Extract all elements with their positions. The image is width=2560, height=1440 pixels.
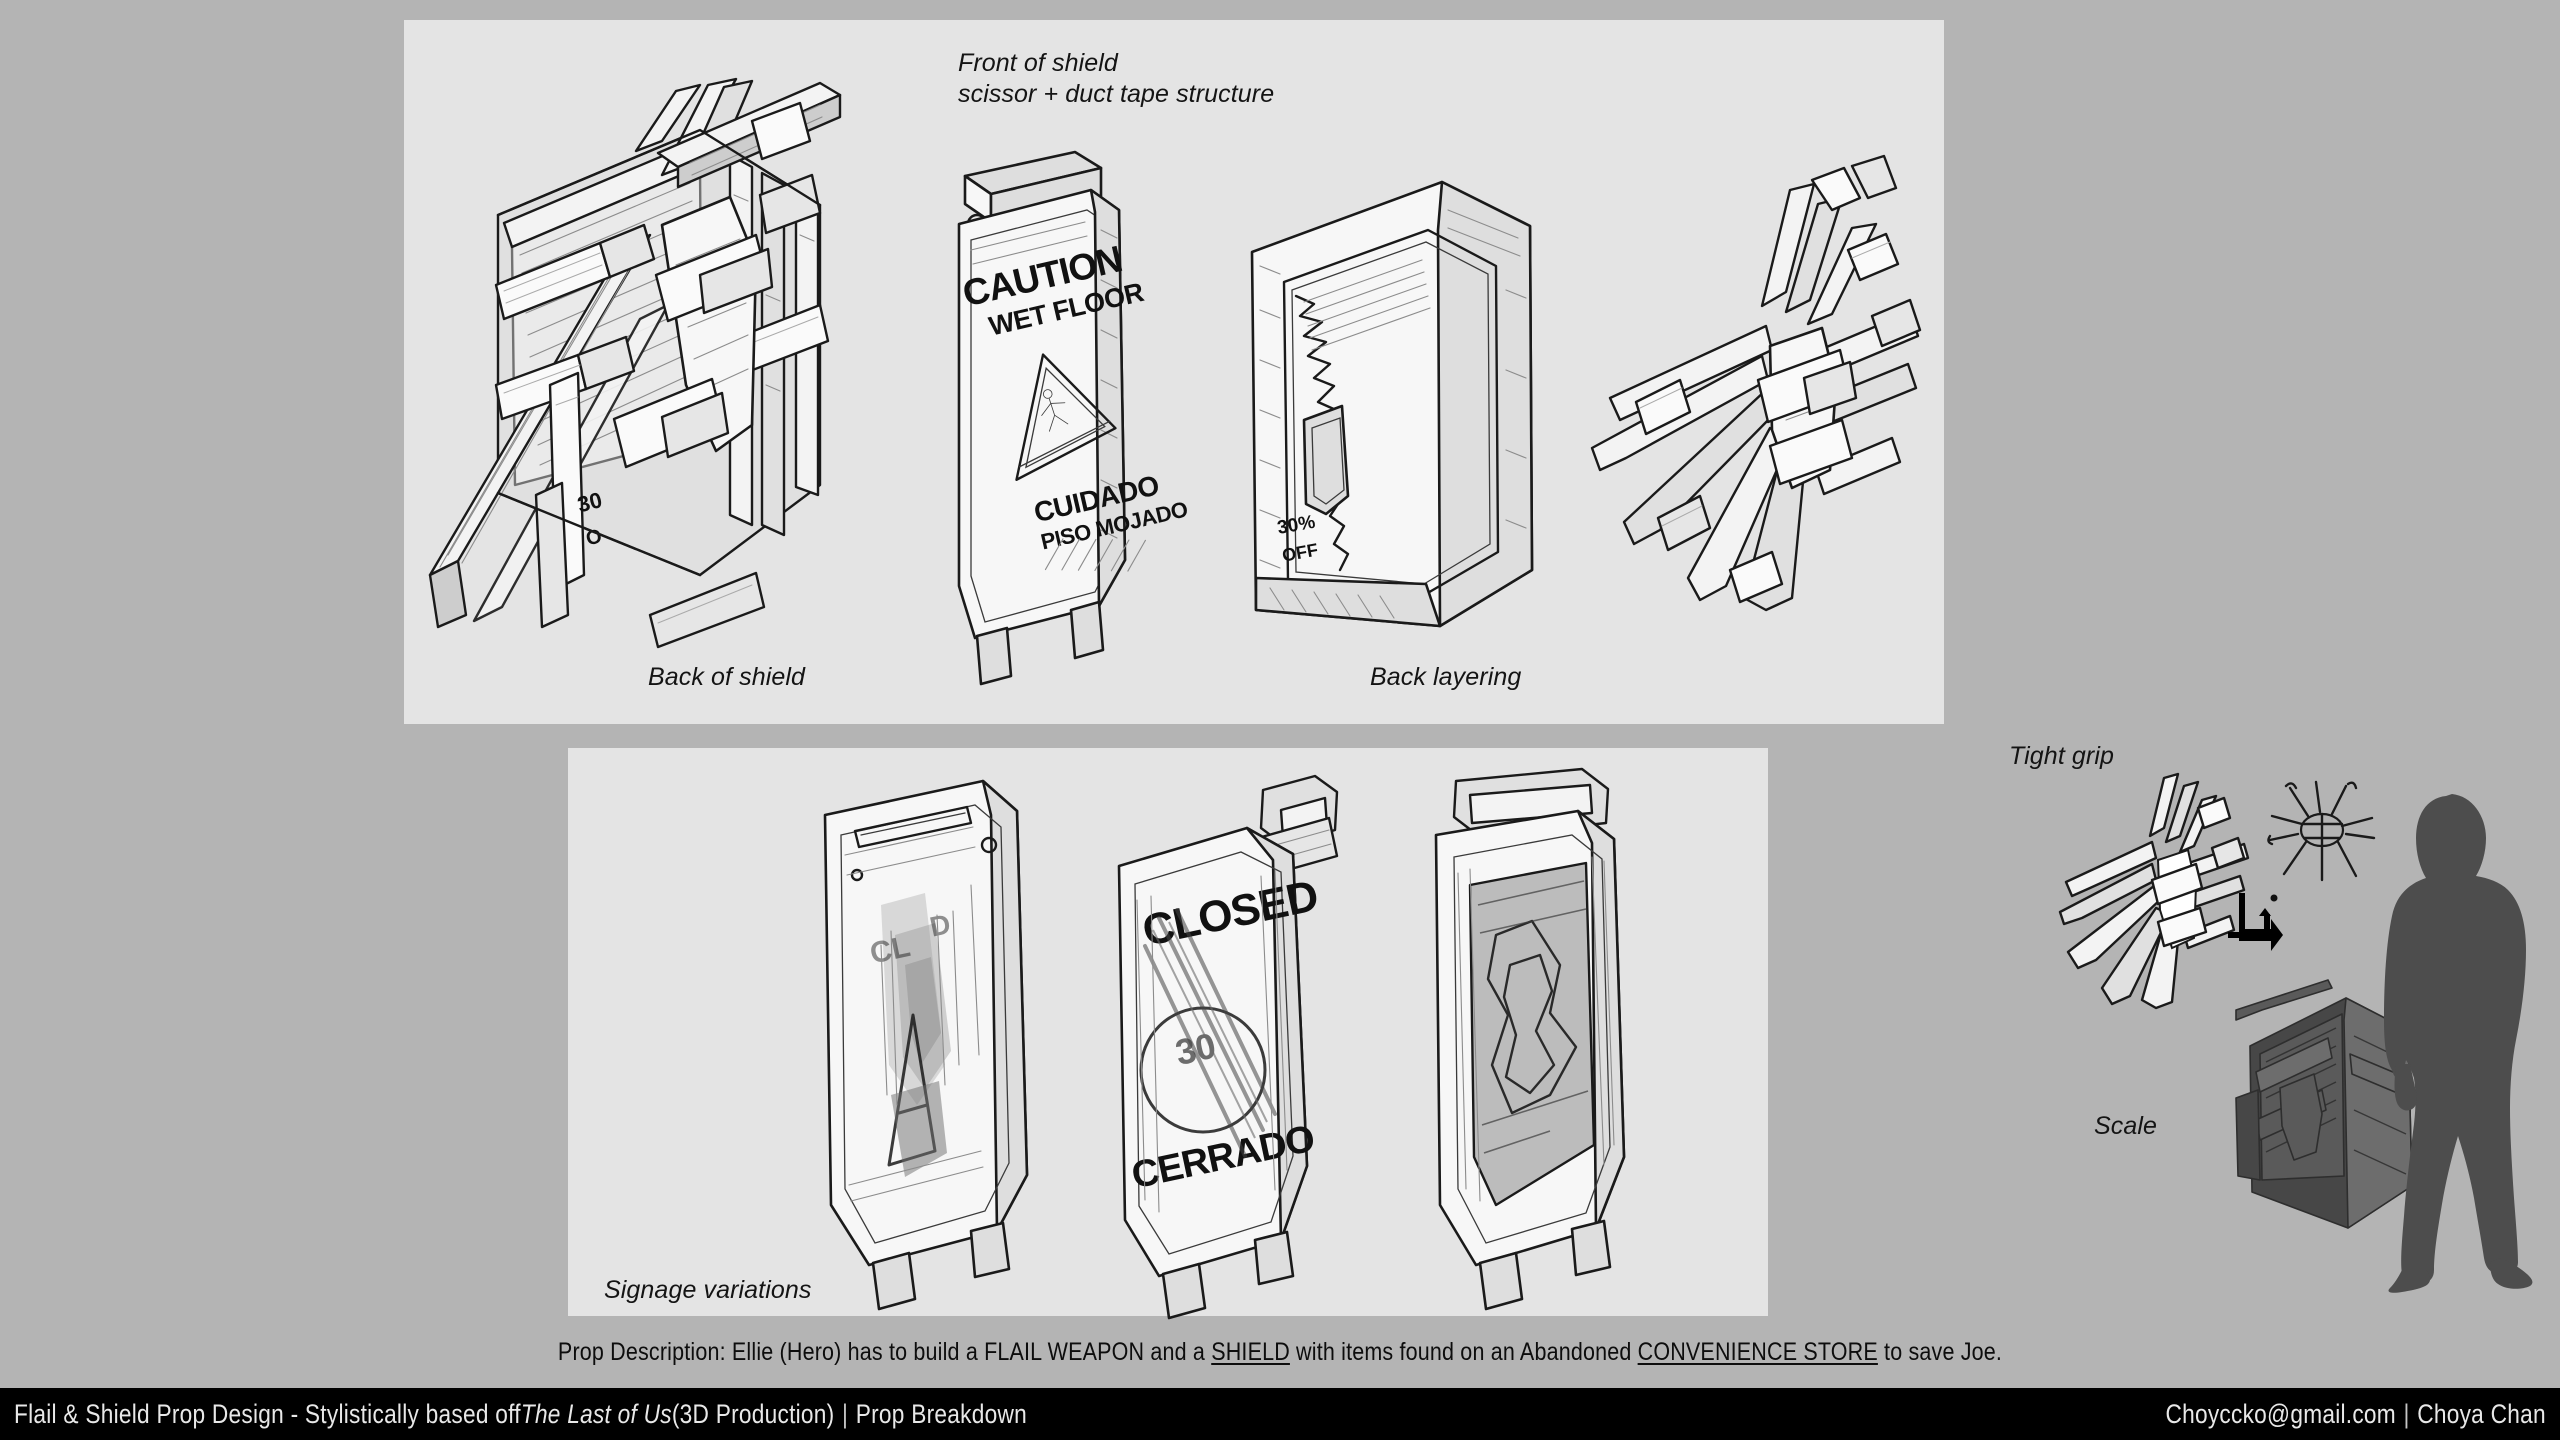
caption-scale: Scale bbox=[2094, 1112, 2158, 1140]
footer-separator-1: | bbox=[842, 1398, 849, 1429]
prop-description-store: CONVENIENCE STORE bbox=[1637, 1338, 1878, 1366]
drawing-back-of-shield: 30 O bbox=[428, 77, 842, 649]
footer-email: Choyccko@gmail.com bbox=[2165, 1398, 2397, 1429]
drawing-signage-variation-1: CL D bbox=[823, 779, 1029, 1311]
diagram-grip-cross-section bbox=[2267, 780, 2376, 902]
svg-text:CL: CL bbox=[867, 930, 913, 971]
prop-description-prefix: Prop Description: Ellie (Hero) has to bu… bbox=[557, 1338, 1212, 1366]
drawing-flail-weapon bbox=[1590, 154, 1922, 612]
footer-separator-2: | bbox=[2403, 1398, 2410, 1429]
prop-description-middle: with items found on an Abandoned bbox=[1289, 1338, 1638, 1366]
caption-tight-grip: Tight grip bbox=[2009, 742, 2114, 770]
caption-front-of-shield: Front of shield scissor + duct tape stru… bbox=[958, 48, 1274, 110]
drawing-signage-variation-3 bbox=[1434, 767, 1626, 1311]
drawing-back-layering: 30% OFF bbox=[1250, 180, 1534, 628]
drawing-tight-grip-flail bbox=[2058, 772, 2250, 1010]
prop-description-shield: SHIELD bbox=[1211, 1338, 1290, 1366]
caption-back-layering: Back layering bbox=[1370, 663, 1522, 691]
drawing-caution-sign: CAUTION WET FLOOR CUIDADO PISO MOJADO bbox=[957, 150, 1190, 686]
svg-text:O: O bbox=[584, 525, 604, 550]
footer-title-part3: Prop Breakdown bbox=[855, 1398, 1027, 1429]
silhouette-human-scale bbox=[2384, 794, 2533, 1293]
footer-title-italic: The Last of Us bbox=[520, 1398, 672, 1429]
prop-description: Prop Description: Ellie (Hero) has to bu… bbox=[179, 1338, 2381, 1367]
fragment-discount-text: 30 bbox=[575, 487, 605, 517]
footer-title-part2: (3D Production) bbox=[671, 1398, 835, 1429]
prop-description-suffix: to save Joe. bbox=[1877, 1338, 2003, 1366]
footer-bar: Flail & Shield Prop Design - Stylistical… bbox=[0, 1388, 2560, 1440]
footer-title-part1: Flail & Shield Prop Design - Stylistical… bbox=[14, 1398, 521, 1429]
footer-contact: Choyccko@gmail.com|Choya Chan bbox=[2166, 1388, 2546, 1440]
drawing-signage-variation-2: CLOSED 30 CERRADO bbox=[1117, 774, 1339, 1320]
caption-front-line2: scissor + duct tape structure bbox=[958, 80, 1275, 108]
footer-title: Flail & Shield Prop Design - Stylistical… bbox=[14, 1388, 1027, 1440]
drawing-shield-scale-reference bbox=[2235, 979, 2415, 1229]
arrow-icon bbox=[2228, 893, 2283, 951]
caption-signage-variations: Signage variations bbox=[604, 1276, 812, 1304]
footer-author: Choya Chan bbox=[2417, 1398, 2546, 1429]
caption-back-of-shield: Back of shield bbox=[648, 663, 806, 691]
caption-front-line1: Front of shield bbox=[958, 49, 1118, 77]
